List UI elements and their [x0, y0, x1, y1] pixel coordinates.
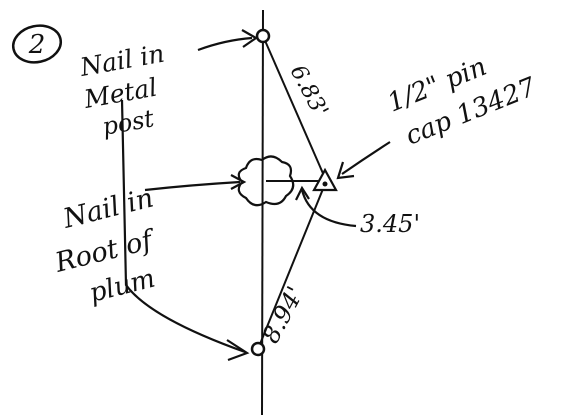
pin-marker-icon — [312, 167, 338, 192]
label-nail-metal-post: Nail in Metal post — [77, 39, 167, 141]
figure-number-badge: 2 — [11, 24, 63, 64]
arrow-offset-distance — [295, 185, 357, 228]
arrow-to-pin-cap — [336, 141, 391, 180]
label-pin-cap: 1/2" pin cap 13427 — [383, 52, 540, 152]
nail-metal-post-point — [255, 28, 271, 44]
arrow-to-plum-root — [144, 174, 247, 192]
arrow-to-metal-post — [197, 29, 259, 52]
svg-text:plum: plum — [86, 264, 158, 309]
label-nail-root-plum: Nail in Root of plum — [51, 183, 159, 309]
nail-root-plum-point — [250, 341, 266, 357]
plum-tree-icon — [237, 155, 295, 207]
distance-center-to-pin: 3.45' — [360, 210, 420, 238]
distance-top-to-pin: 6.83' — [285, 61, 333, 121]
figure-number: 2 — [28, 30, 46, 60]
arrow-to-bottom-nail — [120, 99, 250, 362]
distance-pin-to-bottom: 8.94' — [257, 282, 310, 348]
side-top-to-pin — [262, 35, 326, 179]
